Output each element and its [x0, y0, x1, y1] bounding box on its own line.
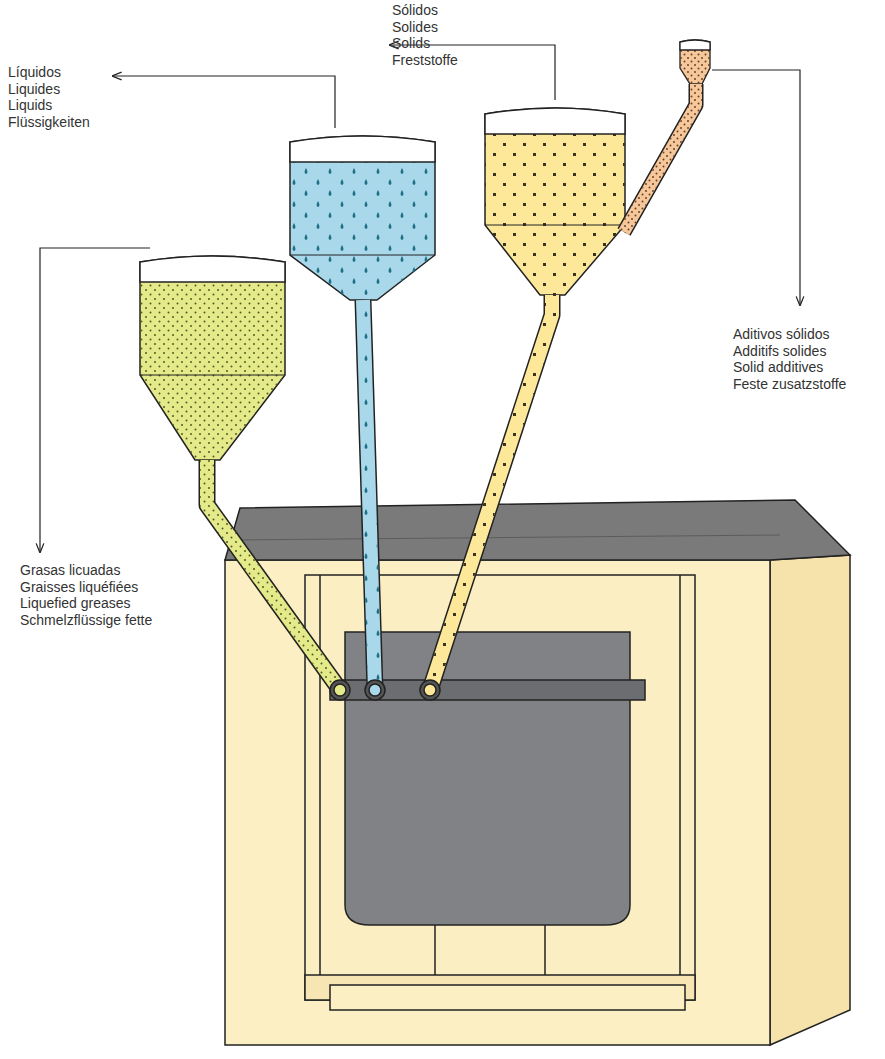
material-label: Schmelzflüssige fette [20, 612, 152, 628]
material-label: Feste zusatzstoffe [733, 376, 846, 392]
solids-hopper [485, 108, 625, 295]
material-label: Flüssigkeiten [8, 114, 90, 130]
material-label: Liquides [8, 81, 60, 97]
additive-hopper [680, 40, 710, 84]
grease-hopper [140, 256, 285, 460]
material-label: Líquidos [8, 64, 61, 80]
material-label: Additifs solides [733, 343, 826, 359]
material-label: Liquids [8, 97, 52, 113]
feed-pipes [207, 84, 696, 690]
mixer-machine [225, 500, 850, 1045]
material-label: Freststoffe [392, 52, 458, 68]
material-label: Sólidos [392, 2, 438, 18]
material-label: Aditivos sólidos [733, 326, 830, 342]
inlets [330, 680, 440, 700]
material-label: Graisses liquéfiées [20, 579, 138, 595]
material-label: Solides [392, 19, 438, 35]
material-label: Solids [392, 35, 430, 51]
material-label: Grasas licuadas [20, 562, 120, 578]
leader-lines [40, 45, 800, 552]
liquid-hopper [290, 136, 435, 300]
material-label: Liquefied greases [20, 595, 131, 611]
material-label: Solid additives [733, 359, 823, 375]
